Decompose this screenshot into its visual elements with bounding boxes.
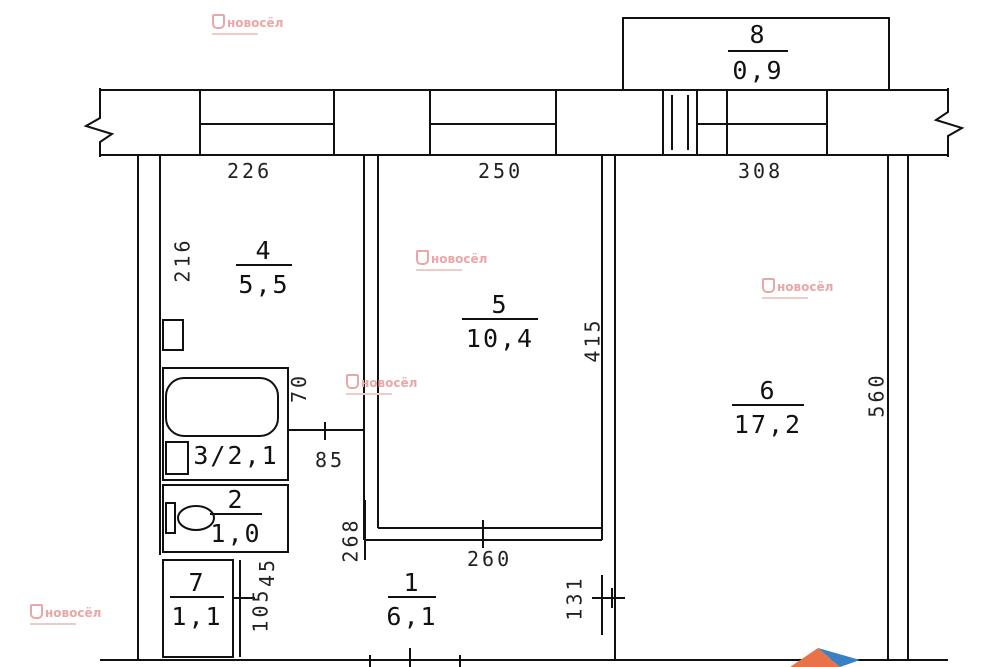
bathtub <box>165 377 279 437</box>
corner-logo <box>790 648 860 667</box>
dim-560: 560 <box>864 372 889 418</box>
room-1-area: 6,1 <box>386 602 438 631</box>
closet-outline <box>162 559 234 658</box>
dim-308: 308 <box>738 159 784 183</box>
dim-70: 70 <box>287 372 312 404</box>
house-icon <box>30 604 43 619</box>
room-7-area: 1,1 <box>171 602 223 631</box>
left-break-mark <box>83 88 115 157</box>
toilet-outline <box>162 484 289 553</box>
bathroom-outline <box>162 367 289 481</box>
watermark-logo: новосёл <box>346 374 417 395</box>
room-4-area: 5,5 <box>238 270 290 299</box>
room-1-divider <box>388 596 436 598</box>
dim-85: 85 <box>315 448 346 472</box>
house-icon <box>416 250 429 265</box>
room-5-number: 5 <box>491 290 509 319</box>
window-room6 <box>726 89 828 156</box>
room-2-divider <box>210 513 262 515</box>
room-4-number: 4 <box>255 236 273 265</box>
watermark-logo: новосёл <box>212 14 283 35</box>
room-5-divider <box>462 318 538 320</box>
dim-260: 260 <box>467 547 513 571</box>
watermark-brand: новосёл <box>431 252 488 266</box>
dim-415: 415 <box>580 317 605 363</box>
kitchen-sink <box>162 319 184 351</box>
room-6-area: 17,2 <box>733 410 803 439</box>
house-icon <box>762 278 775 293</box>
room-7-number: 7 <box>188 568 206 597</box>
dim-131: 131 <box>562 575 587 621</box>
room-3-label: 3/2,1 <box>193 441 279 470</box>
toilet-bowl <box>177 505 215 531</box>
room-5-area: 10,4 <box>465 324 535 353</box>
room-7-divider <box>170 596 224 598</box>
window-kitchen <box>199 89 335 156</box>
room-2-area: 1,0 <box>210 519 262 548</box>
dim-216: 216 <box>170 237 195 283</box>
window-room5 <box>429 89 557 156</box>
watermark-logo: новосёл <box>762 278 833 299</box>
watermark-logo: новосёл <box>416 250 487 271</box>
right-break-mark <box>933 88 965 157</box>
watermark-brand: новосёл <box>45 606 102 620</box>
dim-226: 226 <box>227 159 273 183</box>
room-8-area: 0,9 <box>732 56 784 85</box>
room-6-divider <box>732 404 804 406</box>
house-icon <box>212 14 225 29</box>
room-2-number: 2 <box>227 485 245 514</box>
watermark-logo: новосёл <box>30 604 101 625</box>
watermark-brand: новосёл <box>361 376 418 390</box>
room-1-number: 1 <box>403 568 421 597</box>
room-4-divider <box>236 264 292 266</box>
room-8-number: 8 <box>749 20 767 49</box>
toilet-tank <box>165 502 176 534</box>
dim-45: 45 <box>255 556 280 588</box>
dim-250: 250 <box>478 159 524 183</box>
room-8-divider <box>728 50 788 52</box>
house-icon <box>346 374 359 389</box>
dim-105: 105 <box>248 587 273 633</box>
watermark-brand: новосёл <box>227 16 284 30</box>
dim-268: 268 <box>338 517 363 563</box>
watermark-brand: новосёл <box>777 280 834 294</box>
room-6-number: 6 <box>759 376 777 405</box>
bathroom-sink <box>165 441 189 475</box>
